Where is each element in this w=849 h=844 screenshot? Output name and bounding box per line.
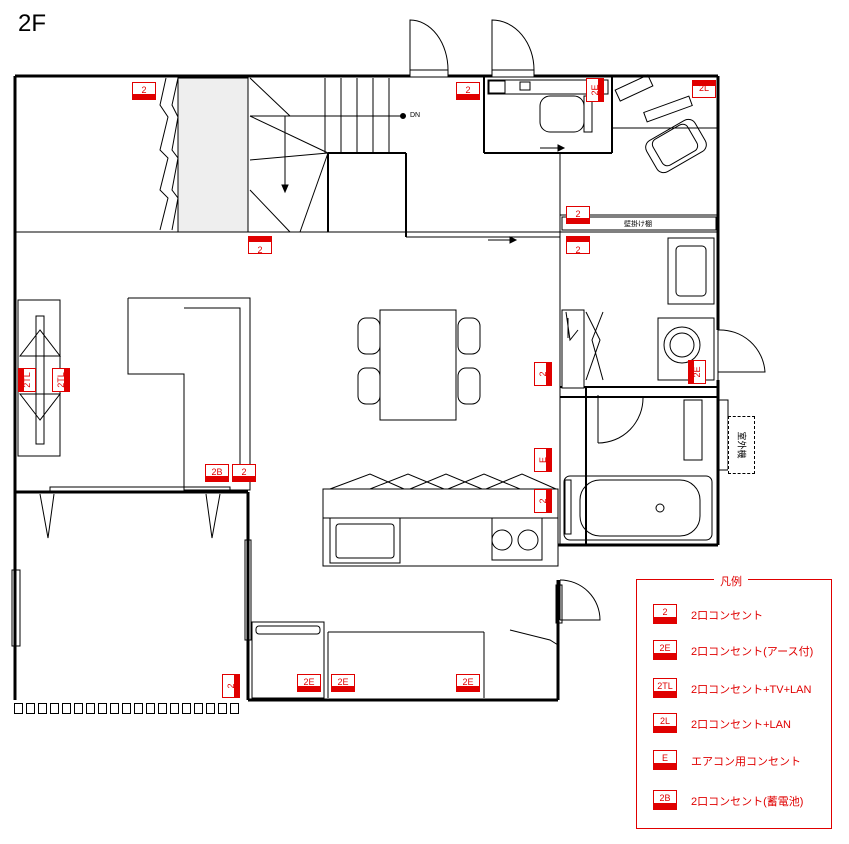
- outlet-2: 2: [566, 206, 590, 224]
- legend-text: エアコン用コンセント: [691, 756, 801, 768]
- outdoor-unit: 室外機: [728, 416, 755, 474]
- legend-symbol: 2: [653, 604, 677, 624]
- legend-item: 2B 2口コンセント(蓄電池): [653, 790, 823, 812]
- outlet-2: 2: [534, 489, 552, 513]
- legend-item: 2E 2口コンセント(アース付): [653, 640, 823, 662]
- legend-item: 2TL 2口コンセント+TV+LAN: [653, 678, 823, 700]
- outlet-2: 2: [132, 82, 156, 100]
- placeholder-boxes: [14, 701, 242, 715]
- legend-item: 2 2口コンセント: [653, 604, 823, 626]
- wall-shelf-label: 壁掛け棚: [624, 221, 652, 228]
- outlet-2l: 2L: [692, 80, 716, 98]
- outlet-2tl: 2TL: [52, 368, 70, 392]
- legend: 凡例 2 2口コンセント 2E 2口コンセント(アース付) 2TL 2口コンセン…: [636, 573, 832, 829]
- legend-symbol: 2B: [653, 790, 677, 810]
- legend-symbol: 2L: [653, 713, 677, 733]
- outlet-2tl: 2TL: [18, 368, 36, 392]
- stairs-dn-label: DN: [410, 112, 421, 119]
- legend-title: 凡例: [714, 573, 748, 589]
- outlet-2e: 2E: [456, 674, 480, 692]
- legend-item: E エアコン用コンセント: [653, 750, 823, 772]
- legend-symbol: 2E: [653, 640, 677, 660]
- floor-label: 2F: [18, 10, 47, 37]
- legend-text: 2口コンセント: [691, 610, 764, 622]
- legend-symbol: E: [653, 750, 677, 770]
- outlet-2e: 2E: [688, 360, 706, 384]
- outlet-2b: 2B: [205, 464, 229, 482]
- outlet-2: 2: [534, 362, 552, 386]
- outlet-2: 2: [566, 236, 590, 255]
- outlet-2: 2: [232, 464, 256, 482]
- outdoor-unit-label: 室外機: [736, 431, 746, 459]
- legend-text: 2口コンセント(アース付): [691, 646, 814, 658]
- outlet-2e: 2E: [586, 78, 604, 102]
- legend-text: 2口コンセント+TV+LAN: [691, 684, 812, 696]
- outlet-2e: 2E: [331, 674, 355, 692]
- outlet-e: E: [534, 448, 552, 472]
- outlet-2e: 2E: [297, 674, 321, 692]
- outlet-2: 2: [456, 82, 480, 100]
- legend-symbol: 2TL: [653, 678, 677, 698]
- outlet-2: 2: [248, 236, 272, 255]
- outlet-2: 2: [222, 674, 240, 698]
- legend-item: 2L 2口コンセント+LAN: [653, 713, 823, 735]
- legend-text: 2口コンセント(蓄電池): [691, 796, 804, 808]
- legend-text: 2口コンセント+LAN: [691, 719, 791, 731]
